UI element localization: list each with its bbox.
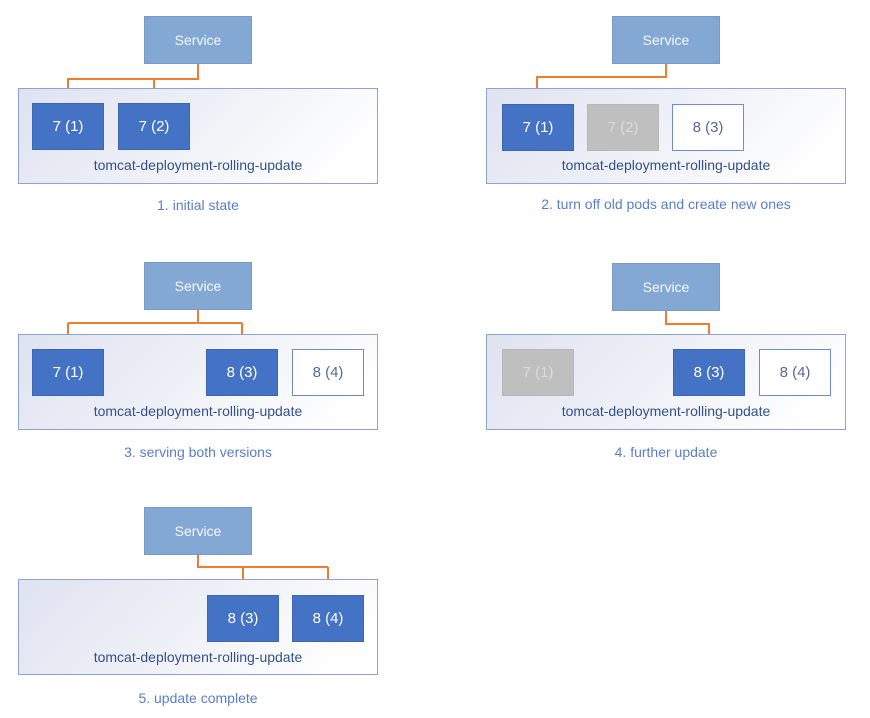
pod: 8 (3) (206, 349, 278, 396)
pod: 7 (1) (32, 349, 104, 396)
pod: 7 (2) (118, 103, 190, 150)
service-box: Service (612, 16, 720, 64)
panel-caption: 4. further update (614, 444, 718, 460)
pod-label: 8 (3) (693, 364, 725, 381)
pod: 7 (1) (502, 104, 574, 151)
pod-label: 7 (1) (522, 364, 554, 381)
pod-label: 7 (2) (607, 119, 639, 136)
pod-label: 7 (1) (52, 118, 84, 135)
pod-label: 8 (4) (312, 610, 344, 627)
pod-label: 7 (1) (52, 364, 84, 381)
pod-label: 8 (3) (692, 119, 724, 136)
panel-further-update: Service 7 (1) 8 (3) 8 (4) tomcat-deploym… (435, 240, 870, 480)
pod: 7 (2) (587, 104, 659, 151)
deployment-label: tomcat-deployment-rolling-update (93, 403, 303, 419)
pod: 8 (4) (292, 349, 364, 396)
pod-label: 8 (4) (779, 364, 811, 381)
panel-caption: 1. initial state (157, 197, 239, 213)
panel-turn-off-old-pods: Service 7 (1) 7 (2) 8 (3) tomcat-deploym… (435, 0, 870, 240)
service-box: Service (144, 507, 252, 555)
deployment-label: tomcat-deployment-rolling-update (93, 649, 303, 665)
pod: 8 (3) (672, 104, 744, 151)
pod: 7 (1) (32, 103, 104, 150)
panel-update-complete: Service 8 (3) 8 (4) tomcat-deployment-ro… (0, 480, 435, 718)
panel-caption: 5. update complete (138, 690, 258, 706)
pod-label: 8 (3) (227, 610, 259, 627)
pod-label: 8 (3) (226, 364, 258, 381)
service-label: Service (174, 32, 222, 48)
service-box: Service (144, 16, 252, 64)
service-label: Service (642, 279, 690, 295)
panel-serving-both-versions: Service 7 (1) 8 (3) 8 (4) tomcat-deploym… (0, 240, 435, 480)
panel-initial-state: Service 7 (1) 7 (2) tomcat-deployment-ro… (0, 0, 435, 240)
panel-caption: 2. turn off old pods and create new ones (541, 196, 791, 212)
pod: 8 (3) (673, 349, 745, 396)
pod: 8 (3) (207, 595, 279, 642)
pod: 7 (1) (502, 349, 574, 396)
pod: 8 (4) (292, 595, 364, 642)
deployment-label: tomcat-deployment-rolling-update (561, 157, 771, 173)
pod-label: 7 (1) (522, 119, 554, 136)
panel-caption: 3. serving both versions (124, 444, 272, 460)
deployment-container (486, 88, 846, 184)
pod-label: 8 (4) (312, 364, 344, 381)
pod: 8 (4) (759, 349, 831, 396)
deployment-label: tomcat-deployment-rolling-update (93, 157, 303, 173)
deployment-label: tomcat-deployment-rolling-update (561, 403, 771, 419)
service-label: Service (174, 523, 222, 539)
service-box: Service (144, 262, 252, 310)
service-box: Service (612, 263, 720, 311)
service-label: Service (174, 278, 222, 294)
service-label: Service (642, 32, 690, 48)
pod-label: 7 (2) (138, 118, 170, 135)
